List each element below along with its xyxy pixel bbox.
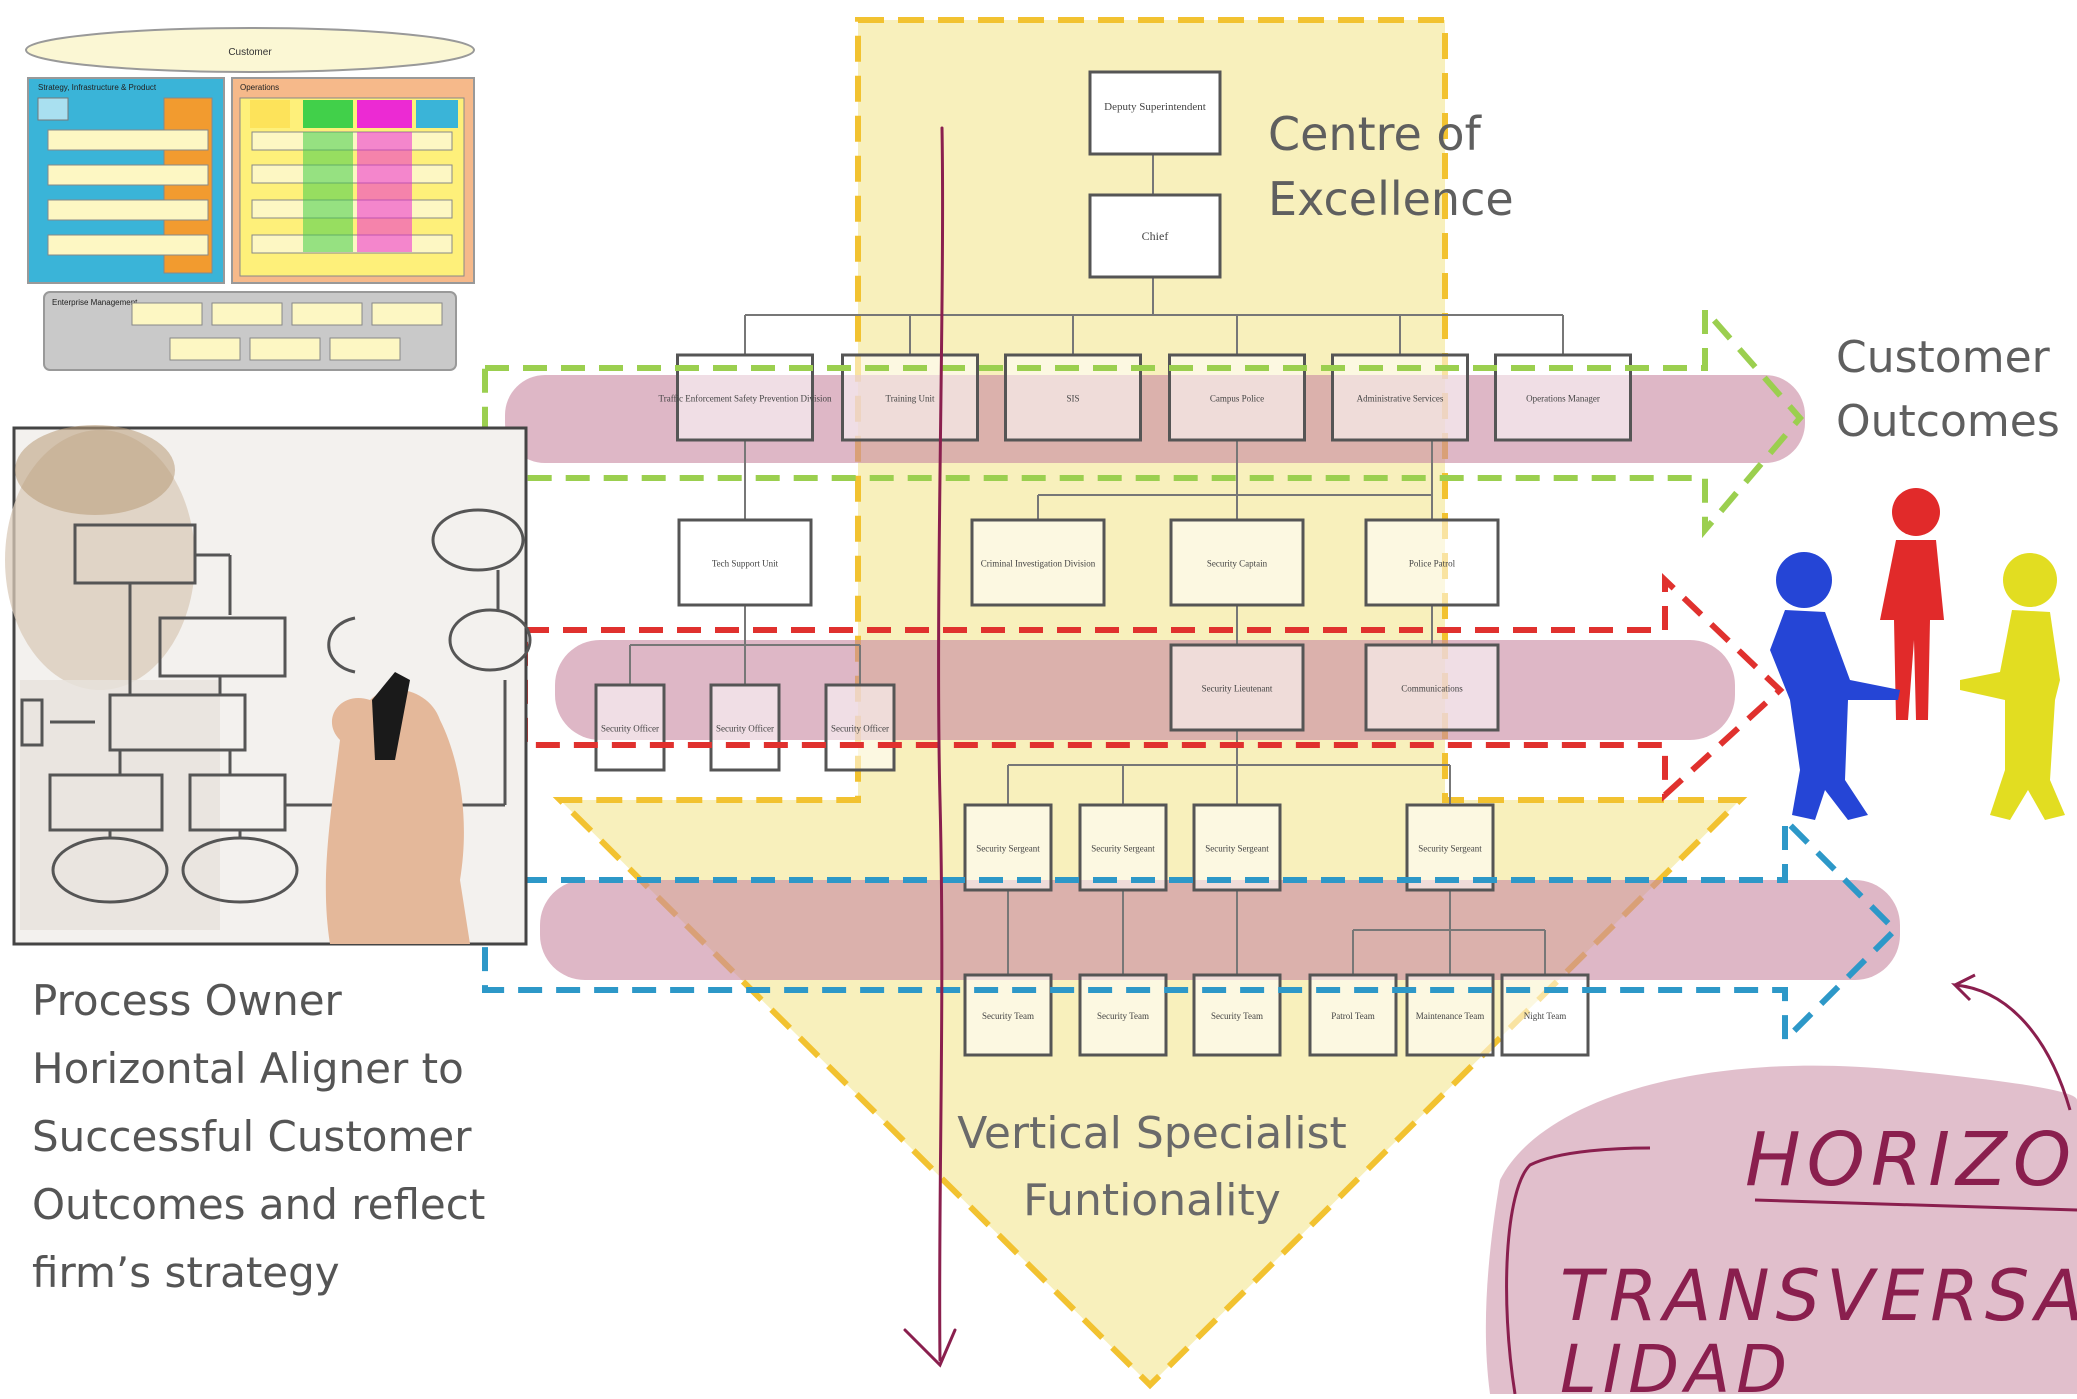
handwritten-note: HORIZON TRANSVERSA LIDAD (1560, 1117, 2077, 1399)
org-box-team-4: Patrol Team (1308, 973, 1398, 1057)
org-box-top: Deputy Superintendent (1088, 70, 1222, 156)
org-box-row3-label-1: Security Lieutenant (1202, 684, 1273, 694)
org-row-officers: Security Officer Security Officer Security… (594, 683, 896, 772)
org-top-label: Deputy Superintendent (1104, 101, 1206, 113)
org-box-sergeant-1: Security Sergeant (963, 803, 1053, 892)
org-box-officer-label-2: Security Officer (716, 724, 774, 734)
thumb-left-title: Strategy, Infrastructure & Product (38, 83, 157, 92)
org-box-row2-label-2: Criminal Investigation Division (981, 559, 1096, 569)
thumb-bottom-title: Enterprise Management (52, 298, 138, 307)
org-box-sergeant-label-2: Security Sergeant (1091, 844, 1155, 854)
org-box-officer-label-3: Security Officer (831, 724, 889, 734)
org-box-row1-label-5: Administrative Services (1357, 394, 1444, 404)
org-box-team-label-3: Security Team (1211, 1011, 1263, 1021)
org-connectors (629, 155, 1564, 975)
org-box-team-label-1: Security Team (982, 1011, 1034, 1021)
org-box-team-label-6: Night Team (1524, 1011, 1566, 1021)
org-row-2: Tech Support Unit Criminal Investigation … (677, 518, 1500, 607)
thumbnail-diagram: Customer Strategy, Infrastructure & Prod… (25, 27, 475, 371)
handwriting-word-1: HORIZON (1745, 1117, 2077, 1203)
org-box-sergeant-label-4: Security Sergeant (1418, 844, 1482, 854)
org-box-sergeant-2: Security Sergeant (1078, 803, 1168, 892)
customer-label-line1: Customer (1836, 332, 2051, 383)
process-owner-caption: Process Owner Horizontal Aligner to Succ… (32, 976, 485, 1297)
customer-label-line2: Outcomes (1836, 396, 2060, 447)
org-box-sergeant-3: Security Sergeant (1192, 803, 1282, 892)
org-box-row1-label-1: Traffic Enforcement Safety Prevention Di… (659, 394, 832, 404)
process-owner-line-5: firm’s strategy (32, 1248, 340, 1297)
org-chief-label: Chief (1142, 229, 1169, 243)
thumb-right-title: Operations (240, 83, 279, 92)
org-box-row2-label-4: Police Patrol (1409, 559, 1456, 569)
blue-arrow (482, 812, 1900, 1048)
org-box-row3-1: Security Lieutenant (1169, 643, 1305, 732)
process-owner-line-1: Process Owner (32, 976, 343, 1025)
org-box-sergeant-label-1: Security Sergeant (976, 844, 1040, 854)
org-box-officer-label-1: Security Officer (601, 724, 659, 734)
process-owner-line-2: Horizontal Aligner to (32, 1044, 464, 1093)
pen-down-arrow (903, 126, 957, 1368)
red-arrow (522, 572, 1785, 802)
org-box-team-label-2: Security Team (1097, 1011, 1149, 1021)
process-owner-line-4: Outcomes and reflect (32, 1180, 485, 1229)
org-box-sergeant-4: Security Sergeant (1405, 803, 1495, 892)
vertical-label-line1: Vertical Specialist (957, 1108, 1347, 1159)
org-box-row2-4: Police Patrol (1364, 518, 1500, 607)
vertical-label-line2: Funtionality (1023, 1175, 1281, 1226)
org-box-row3-label-2: Communications (1401, 684, 1463, 694)
org-box-row1-label-2: Training Unit (886, 394, 935, 404)
org-row-3: Security Lieutenant Communications (1169, 643, 1500, 732)
org-box-chief: Chief (1088, 193, 1222, 279)
org-box-officer-3: Security Officer (824, 683, 896, 772)
centre-label-line1: Centre of (1268, 107, 1483, 161)
org-box-team-label-4: Patrol Team (1331, 1011, 1374, 1021)
handwriting-highlight (1485, 973, 2077, 1395)
org-box-row1-label-3: SIS (1066, 394, 1079, 404)
org-box-row1-label-4: Campus Police (1210, 394, 1264, 404)
process-owner-photo (5, 425, 532, 946)
org-box-row2-label-1: Tech Support Unit (712, 559, 779, 569)
green-arrow (482, 302, 1804, 539)
org-box-team-label-5: Maintenance Team (1416, 1011, 1484, 1021)
org-box-officer-1: Security Officer (594, 683, 666, 772)
handwriting-word-2: TRANSVERSA (1560, 1255, 2077, 1337)
centre-label-line2: Excellence (1268, 172, 1514, 226)
org-box-officer-2: Security Officer (709, 683, 781, 772)
thumb-customer-label: Customer (228, 47, 272, 58)
org-box-row2-2: Criminal Investigation Division (970, 518, 1106, 607)
org-box-row2-3: Security Captain (1169, 518, 1305, 607)
org-box-row1-label-6: Operations Manager (1526, 394, 1600, 404)
org-box-row3-2: Communications (1364, 643, 1500, 732)
people-figures-icon (1770, 488, 2065, 820)
process-owner-line-3: Successful Customer (32, 1112, 472, 1161)
org-row-sergeants: Security Sergeant Security Sergeant Securi… (963, 803, 1495, 892)
org-box-row2-1: Tech Support Unit (677, 518, 813, 607)
handwriting-word-3: LIDAD (1560, 1331, 1793, 1394)
org-box-sergeant-label-3: Security Sergeant (1205, 844, 1269, 854)
org-box-row2-label-3: Security Captain (1207, 559, 1268, 569)
